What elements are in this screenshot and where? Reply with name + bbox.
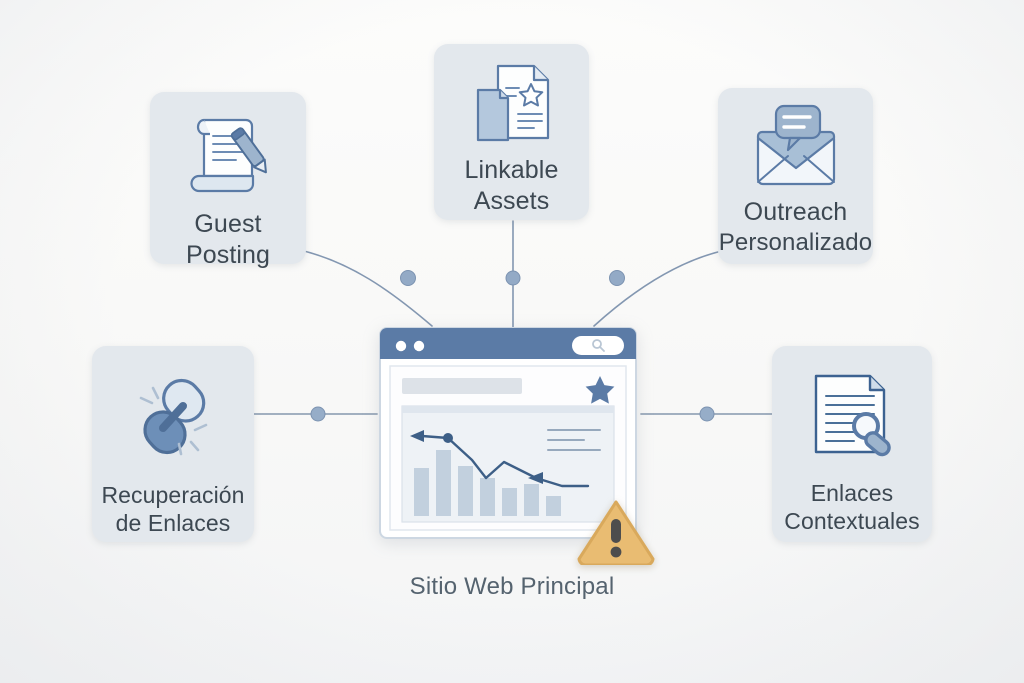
chart-bars xyxy=(414,450,561,516)
browser-search-pill xyxy=(572,336,624,355)
chart-side-lines xyxy=(547,429,601,451)
connector-dot-linkable-assets xyxy=(505,270,521,286)
chart-arrow-upper xyxy=(410,430,424,442)
node-label-recuperacion-de-enlaces: Recuperación de Enlaces xyxy=(101,482,245,537)
node-label-outreach-personalizado: Outreach Personalizado xyxy=(718,198,873,256)
node-linkable-assets[interactable]: Linkable Assets xyxy=(434,44,589,220)
chart-data-point xyxy=(443,433,453,443)
browser-window-icon[interactable] xyxy=(376,326,640,546)
warning-triangle-icon[interactable] xyxy=(575,497,657,567)
browser-dot-2 xyxy=(413,340,425,352)
node-label-enlaces-contextuales: Enlaces Contextuales xyxy=(784,480,920,535)
node-label-guest-posting: Guest Posting xyxy=(185,210,271,269)
browser-search-icon xyxy=(592,339,605,352)
broken-chain-link-icon xyxy=(121,368,225,469)
browser-title-bar xyxy=(380,328,636,359)
node-recuperacion-de-enlaces[interactable]: Recuperación de Enlaces xyxy=(92,346,254,542)
center-node-caption: Sitio Web Principal xyxy=(409,573,615,600)
node-enlaces-contextuales[interactable]: Enlaces Contextuales xyxy=(772,346,932,542)
node-guest-posting[interactable]: Guest Posting xyxy=(150,92,306,269)
scroll-pencil-icon xyxy=(180,106,276,205)
connector-dot-contextuales xyxy=(699,406,715,422)
node-outreach-personalizado[interactable]: Outreach Personalizado xyxy=(718,88,873,264)
envelope-chat-icon xyxy=(746,104,846,195)
connector-dot-outreach xyxy=(609,270,625,286)
connector-outreach xyxy=(593,249,727,327)
favorite-star-icon xyxy=(585,376,615,404)
content-heading-placeholder xyxy=(402,378,522,394)
connector-dot-recuperacion xyxy=(310,406,326,422)
browser-dot-1 xyxy=(395,340,407,352)
documents-star-icon xyxy=(464,58,560,153)
chart-arrow-lower xyxy=(528,472,543,484)
document-magnifier-icon xyxy=(800,368,904,467)
connector-guest-posting xyxy=(299,249,433,327)
node-label-linkable-assets: Linkable Assets xyxy=(464,156,559,215)
connector-dot-guest-posting xyxy=(400,270,416,286)
chart-trend-line xyxy=(420,434,590,488)
